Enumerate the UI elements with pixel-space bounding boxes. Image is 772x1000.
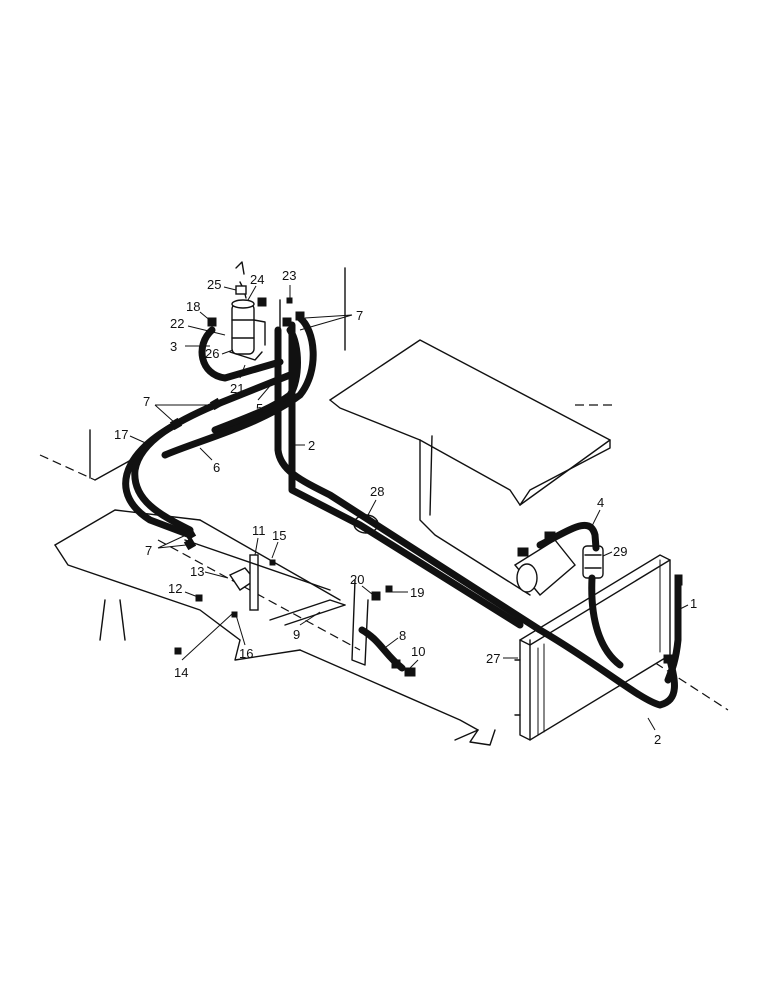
callout-25: 25 bbox=[207, 277, 221, 292]
refrigerant-hoses bbox=[122, 314, 682, 709]
callout-1: 1 bbox=[690, 596, 697, 611]
leader-lines bbox=[129, 285, 689, 731]
callout-6: 6 bbox=[213, 460, 220, 475]
callout-18: 18 bbox=[186, 299, 200, 314]
expansion-valve-assembly bbox=[229, 261, 267, 361]
callout-13: 13 bbox=[190, 564, 204, 579]
callout-15: 15 bbox=[272, 528, 286, 543]
callout-2b: 2 bbox=[654, 732, 661, 747]
callout-2a: 2 bbox=[308, 438, 315, 453]
compressor bbox=[513, 531, 576, 596]
hose-fittings bbox=[169, 297, 683, 677]
callout-16: 16 bbox=[239, 646, 253, 661]
callout-8: 8 bbox=[399, 628, 406, 643]
callout-7c: 7 bbox=[145, 543, 152, 558]
callout-17: 17 bbox=[114, 427, 128, 442]
callout-4: 4 bbox=[597, 495, 604, 510]
callout-22: 22 bbox=[170, 316, 184, 331]
callout-21: 21 bbox=[230, 381, 244, 396]
callout-28: 28 bbox=[370, 484, 384, 499]
callout-12: 12 bbox=[168, 581, 182, 596]
callout-7b: 7 bbox=[143, 394, 150, 409]
callout-9: 9 bbox=[293, 627, 300, 642]
callout-5: 5 bbox=[256, 401, 263, 416]
callout-11: 11 bbox=[252, 523, 266, 538]
callout-27: 27 bbox=[486, 651, 500, 666]
callout-29: 29 bbox=[613, 544, 627, 559]
callout-3: 3 bbox=[170, 339, 177, 354]
callout-10: 10 bbox=[411, 644, 425, 659]
callout-26: 26 bbox=[205, 346, 219, 361]
callout-14: 14 bbox=[174, 665, 188, 680]
callout-23: 23 bbox=[282, 268, 296, 283]
callout-7a: 7 bbox=[356, 308, 363, 323]
receiver-drier bbox=[582, 545, 604, 579]
callout-20: 20 bbox=[350, 572, 364, 587]
hose-clamp-bracket bbox=[184, 539, 331, 611]
callout-labels: 1 2 2 3 4 5 6 7 7 7 8 9 10 11 12 13 14 1… bbox=[114, 268, 697, 747]
callout-19: 19 bbox=[410, 585, 424, 600]
callout-24: 24 bbox=[250, 272, 264, 287]
